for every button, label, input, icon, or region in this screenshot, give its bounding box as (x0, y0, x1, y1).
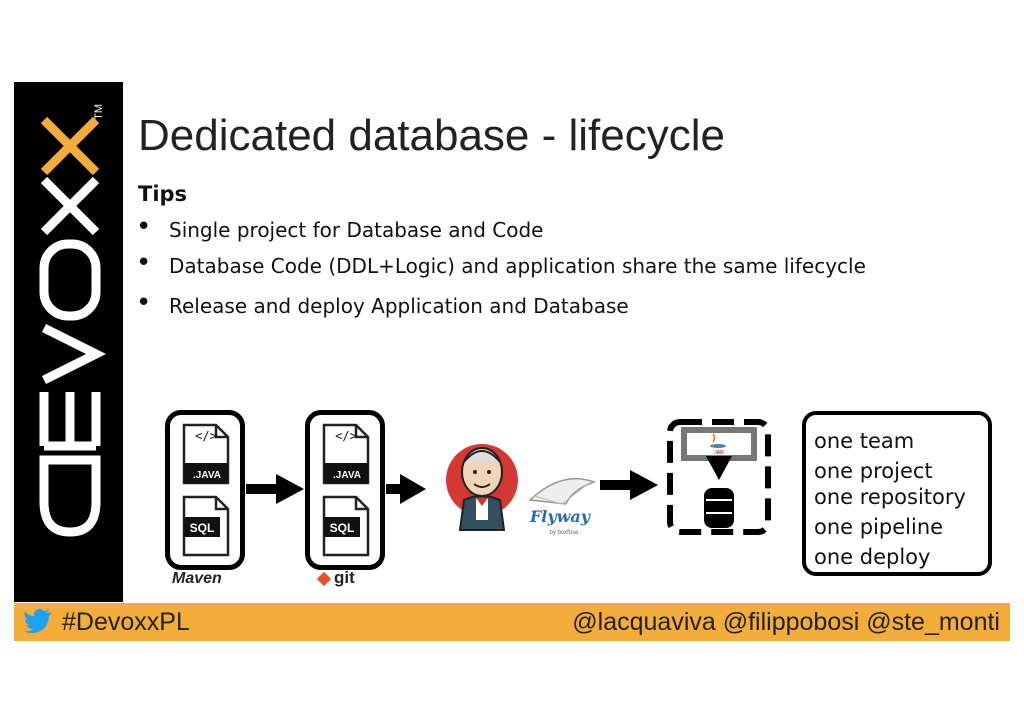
svg-text:by boxfuse: by boxfuse (549, 530, 579, 536)
bullet-text: Single project for Database and Code (169, 218, 544, 242)
arrow-right-icon (600, 470, 658, 500)
slide-title: Dedicated database - lifecycle (138, 111, 725, 160)
maven-project-card: </> .JAVA SQL (165, 410, 245, 570)
svg-text:SQL: SQL (330, 521, 355, 535)
database-icon (704, 488, 734, 528)
svg-text:JAR: JAR (714, 450, 724, 456)
svg-text:SQL: SQL (190, 521, 215, 535)
info-line: one team (814, 429, 915, 453)
info-line: one deploy (814, 545, 931, 569)
git-repository-card: </> .JAVA SQL (305, 410, 385, 570)
info-line: one repository (814, 485, 966, 509)
bullet-dot: • (136, 212, 152, 242)
twitter-bird-icon (24, 609, 51, 633)
jenkins-logo-icon (446, 444, 518, 531)
trademark-mark: TM (93, 104, 105, 120)
maven-logo: Maven (172, 570, 222, 587)
info-line: one project (814, 459, 933, 483)
footer-bar: #DevoxxPL @lacquaviva @filippobosi @ste_… (14, 603, 1010, 641)
arrow-right-icon (386, 474, 426, 504)
bullet-text: Database Code (DDL+Logic) and applicatio… (169, 254, 866, 278)
devoxx-logo-icon: TM (39, 104, 107, 537)
git-logo-icon (317, 572, 331, 586)
sql-file-icon: SQL (322, 495, 370, 557)
svg-text:Flyway: Flyway (529, 507, 592, 526)
jar-file-icon: JAR (710, 433, 726, 456)
arrow-down-icon (706, 456, 732, 480)
tips-heading: Tips (138, 182, 188, 206)
info-line: one pipeline (814, 515, 944, 539)
svg-text:.JAVA: .JAVA (333, 470, 361, 481)
svg-text:</>: </> (195, 429, 217, 443)
arrow-right-icon (246, 474, 304, 504)
git-logo-text: git (334, 568, 355, 587)
speaker-handles: @lacquaviva @filippobosi @ste_monti (572, 608, 1000, 636)
hashtag-text: #DevoxxPL (62, 608, 190, 636)
java-file-icon: </> .JAVA (182, 423, 230, 485)
sql-file-icon: SQL (182, 495, 230, 557)
deployment-box: JAR (667, 419, 771, 535)
info-box: one team one project one repository one … (802, 411, 992, 576)
bullet-text: Release and deploy Application and Datab… (169, 294, 629, 318)
bullet-dot: • (136, 288, 152, 318)
svg-text:.JAVA: .JAVA (193, 470, 221, 481)
devoxx-logo-sidebar: TM (14, 82, 123, 602)
bullet-dot: • (136, 248, 152, 278)
flyway-logo-icon: Flyway by boxfuse (528, 477, 597, 536)
svg-text:</>: </> (335, 429, 357, 443)
java-file-icon: </> .JAVA (322, 423, 370, 485)
